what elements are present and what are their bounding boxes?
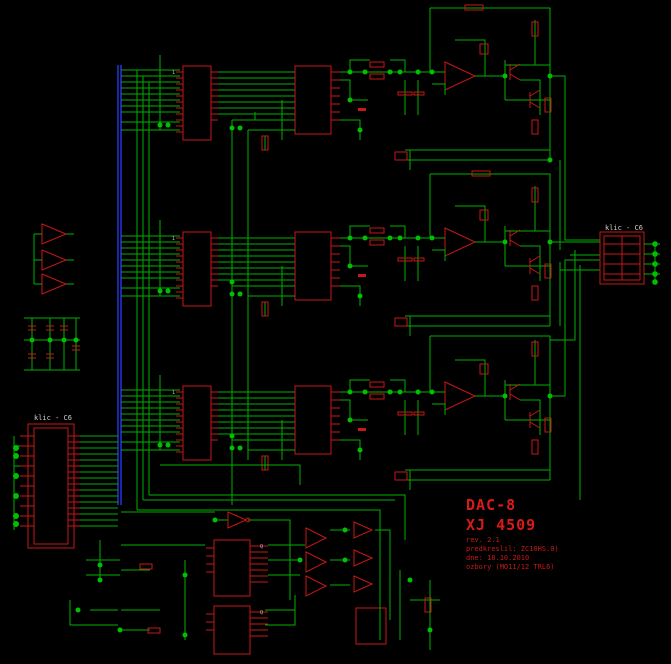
title-line-4: ozbory (MO11/12 TRL6) [466, 563, 555, 571]
dac-ic-1 [294, 65, 332, 135]
left-connector [13, 423, 118, 549]
opamp-1 [444, 61, 477, 91]
title-line-3: dne: 18.10.2010 [466, 554, 529, 562]
decoupling-caps [24, 317, 80, 371]
svg-text:Q: Q [260, 544, 263, 550]
subtitle-text: XJ 4509 [466, 516, 536, 534]
svg-text:1: 1 [172, 390, 175, 396]
latch-ic-3 [182, 385, 212, 461]
right-connector-label: klic - C6 [605, 224, 643, 232]
latch-ic-2 [182, 231, 212, 307]
opamp-2 [444, 227, 477, 257]
pin-labels: 1 1 1 Q Q [172, 70, 263, 616]
dac-ic-2 [294, 231, 332, 301]
latch-ic-1 [182, 65, 212, 141]
control-routing [137, 130, 406, 640]
output-wiring [550, 75, 600, 500]
title-line-2: predkreslil: ZC10HS.0) [466, 545, 559, 553]
right-connector [599, 231, 660, 285]
dac-ic-3 [294, 385, 332, 455]
title-line-1: rev. 2.1 [466, 536, 500, 544]
left-connector-label: klic - C6 [34, 414, 72, 422]
svg-text:1: 1 [172, 70, 175, 76]
buffer-gates [33, 223, 74, 295]
dac-channel-3 [121, 335, 553, 490]
dac-channel-1 [121, 4, 553, 510]
dac-channel-2 [121, 170, 553, 336]
svg-text:1: 1 [172, 236, 175, 242]
data-bus [117, 65, 122, 505]
gate-ic [355, 607, 387, 645]
control-logic [69, 511, 440, 655]
svg-text:Q: Q [260, 610, 263, 616]
title-text: DAC-8 [466, 496, 516, 514]
counter-ic-1 [213, 539, 251, 597]
opamp-3 [444, 381, 477, 411]
title-block: DAC-8 XJ 4509 rev. 2.1 predkreslil: ZC10… [466, 496, 559, 571]
counter-ic-2 [213, 605, 251, 655]
